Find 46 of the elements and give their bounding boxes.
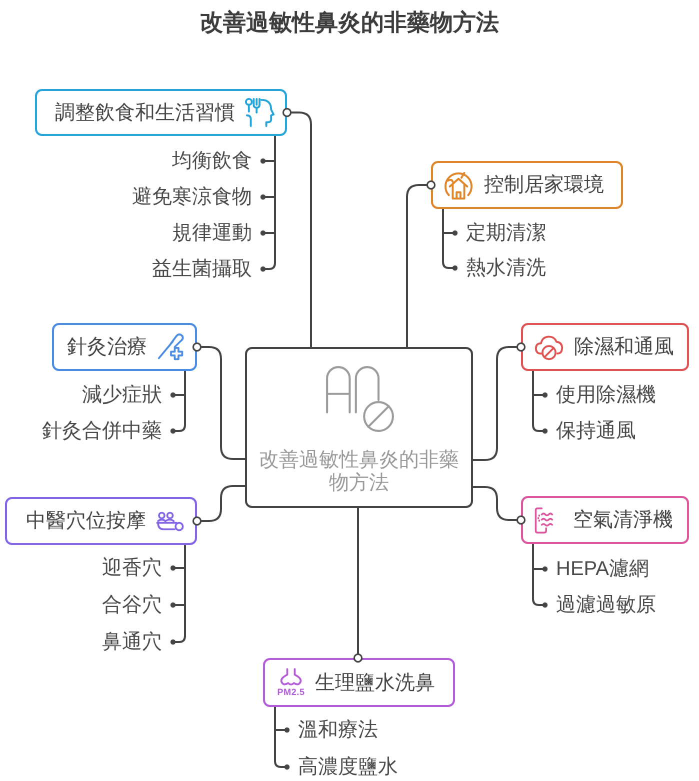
central-box [245,347,473,508]
subtopic-text: 針灸合併中藥 [42,419,173,443]
title: 改善過敏性鼻炎的非藥物方法 [199,8,500,37]
connector [282,108,312,347]
connector [473,486,526,525]
subtopic-text: 避免寒涼食物 [132,185,263,209]
connector [192,485,245,526]
topic-title: 中醫穴位按摩 [26,509,146,533]
topic-title: 控制居家環境 [484,173,604,197]
subtopic-text: 使用除濕機 [545,383,656,407]
topic-title: 除濕和通風 [574,335,674,359]
connector [532,371,548,434]
topic-title: 調整飲食和生活習慣 [55,100,235,124]
subtopic-text: 迎香穴 [102,556,173,580]
subtopic-text: 鼻通穴 [102,630,173,654]
topic-title: 針灸治療 [67,335,147,359]
subtopic-text: 熱水清洗 [455,256,546,280]
subtopic-text: HEPA濾網 [545,557,649,581]
connector [170,371,186,434]
connector [532,544,548,608]
subtopic-text: 合谷穴 [102,593,173,617]
topic-box [35,89,287,136]
connector [473,342,526,461]
subtopic-text: 減少症狀 [82,383,173,407]
icon-caption: PM2.5 [277,687,305,697]
connector [442,209,458,271]
topic-box [521,323,689,371]
connector [192,342,245,460]
topic-box [263,658,455,707]
topic-box [52,323,197,371]
connector [406,180,436,347]
topic-box [431,161,623,209]
topic-title: 生理鹽水洗鼻 [315,670,435,694]
topic-box [5,497,197,545]
subtopic-text: 高濃度鹽水 [287,755,398,779]
subtopic-text: 均衡飲食 [172,149,263,173]
connector [353,508,363,663]
subtopic-text: 過濾過敏原 [545,593,656,617]
subtopic-text: 益生菌攝取 [152,257,263,281]
subtopic-text: 定期清潔 [455,221,546,245]
subtopic-text: 規律運動 [172,221,263,245]
subtopic-text: 保持通風 [545,419,636,443]
topic-title: 改善過敏性鼻炎的非藥物方法 [258,449,460,495]
subtopic-text: 溫和療法 [287,718,378,742]
topic-title: 空氣清淨機 [573,508,673,532]
topic-box [521,496,689,544]
